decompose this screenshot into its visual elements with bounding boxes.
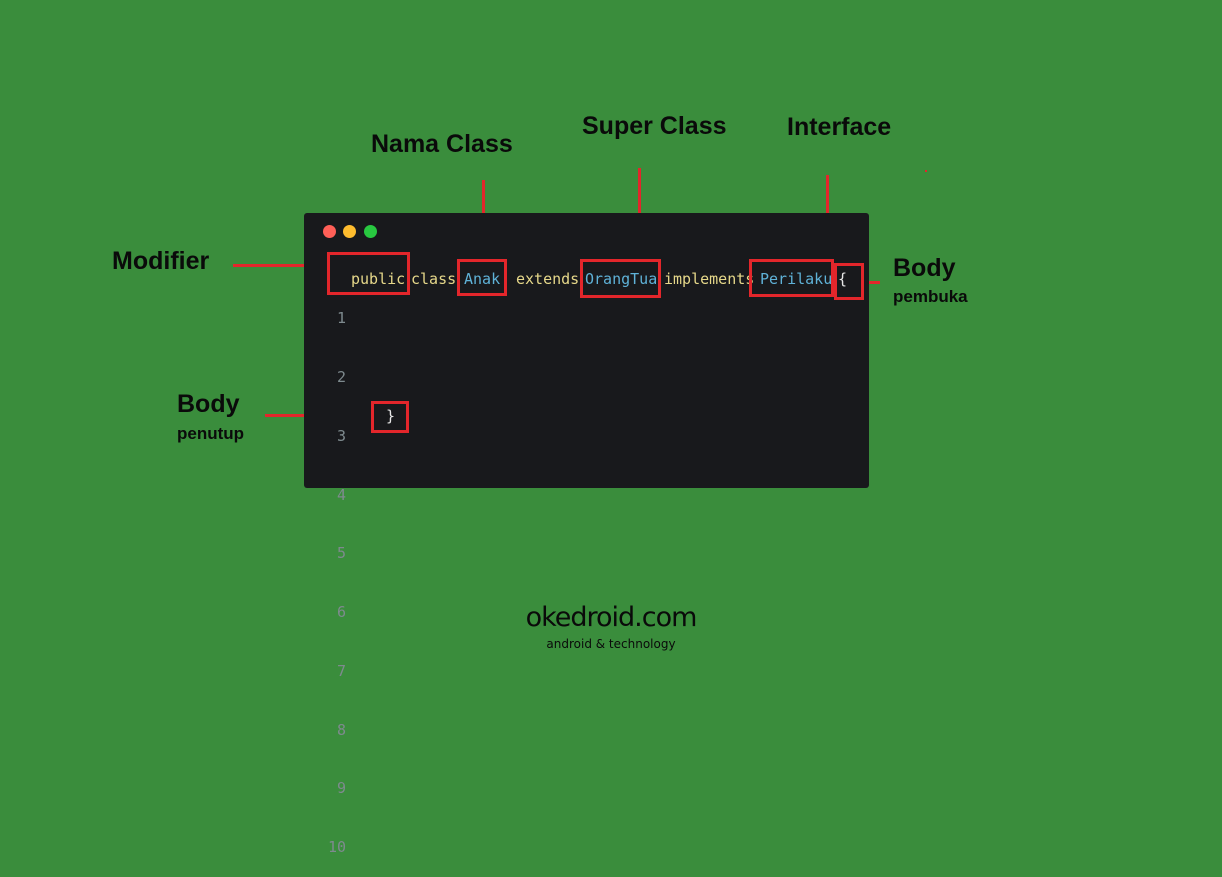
brand-tagline: android & technology: [546, 637, 676, 651]
highlight-class-name: [457, 259, 507, 296]
highlight-close-brace: [371, 401, 409, 433]
token-class-name: Anak: [464, 270, 501, 288]
token-interface: Perilaku: [760, 270, 833, 288]
line-number: 6: [336, 603, 346, 622]
line-number: 4: [336, 485, 346, 504]
highlight-open-brace: [834, 263, 864, 300]
stray-dot: [925, 170, 927, 172]
line-number: 8: [336, 720, 346, 739]
line-numbers: 1 2 3 4 5 6 7 8 9 10: [326, 270, 346, 877]
line-number: 1: [336, 309, 346, 328]
token-implements: implements: [664, 270, 755, 288]
token-close-brace: }: [386, 407, 396, 425]
label-modifier: Modifier: [112, 247, 210, 275]
line-number: 5: [336, 544, 346, 563]
label-body-pembuka-title: Body: [893, 254, 956, 282]
close-dot-icon: [323, 225, 336, 238]
label-nama-class: Nama Class: [371, 130, 513, 158]
label-super-class: Super Class: [582, 112, 727, 140]
label-body-pembuka-sub: pembuka: [893, 287, 968, 306]
line-number: 9: [336, 779, 346, 798]
line-number: 2: [336, 367, 346, 386]
token-open-brace: {: [838, 270, 848, 288]
maximize-dot-icon: [364, 225, 377, 238]
connector-body-pembuka: [861, 281, 880, 284]
token-extends: extends: [516, 270, 580, 288]
token-super-class: OrangTua: [585, 270, 658, 288]
connector-modifier: [233, 264, 329, 267]
label-body-penutup-sub: penutup: [177, 424, 245, 443]
line-number: 3: [336, 426, 346, 445]
brand-logo: okedroid.com: [525, 602, 698, 633]
line-number: 7: [336, 661, 346, 680]
highlight-interface: [749, 259, 834, 297]
minimize-dot-icon: [343, 225, 356, 238]
label-body-penutup-title: Body: [177, 390, 240, 418]
highlight-modifier: [327, 252, 410, 295]
highlight-super-class: [580, 259, 661, 298]
token-class: class: [411, 270, 457, 288]
label-interface: Interface: [787, 113, 892, 141]
token-public: public: [351, 270, 406, 288]
code-editor: [304, 213, 869, 488]
line-number: 10: [327, 838, 346, 857]
